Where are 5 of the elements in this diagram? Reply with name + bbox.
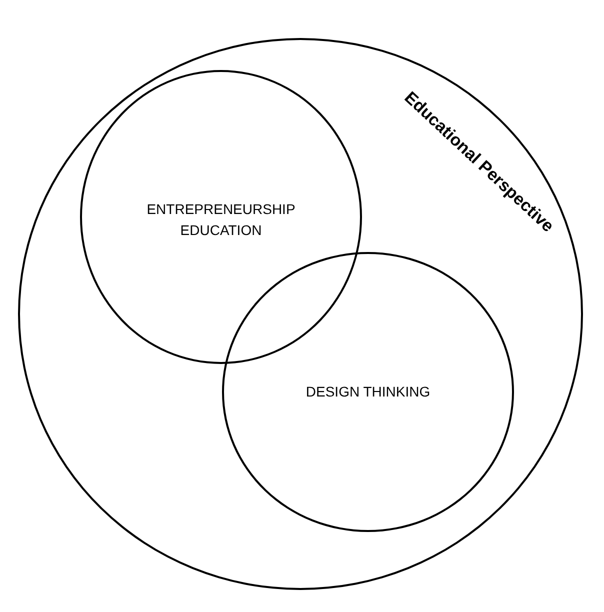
circle [18, 38, 583, 590]
circle-label: ENTREPRENEURSHIP EDUCATION [146, 200, 296, 240]
circle [222, 252, 514, 532]
circle [80, 70, 362, 364]
circle-label: DESIGN THINKING [304, 382, 432, 402]
